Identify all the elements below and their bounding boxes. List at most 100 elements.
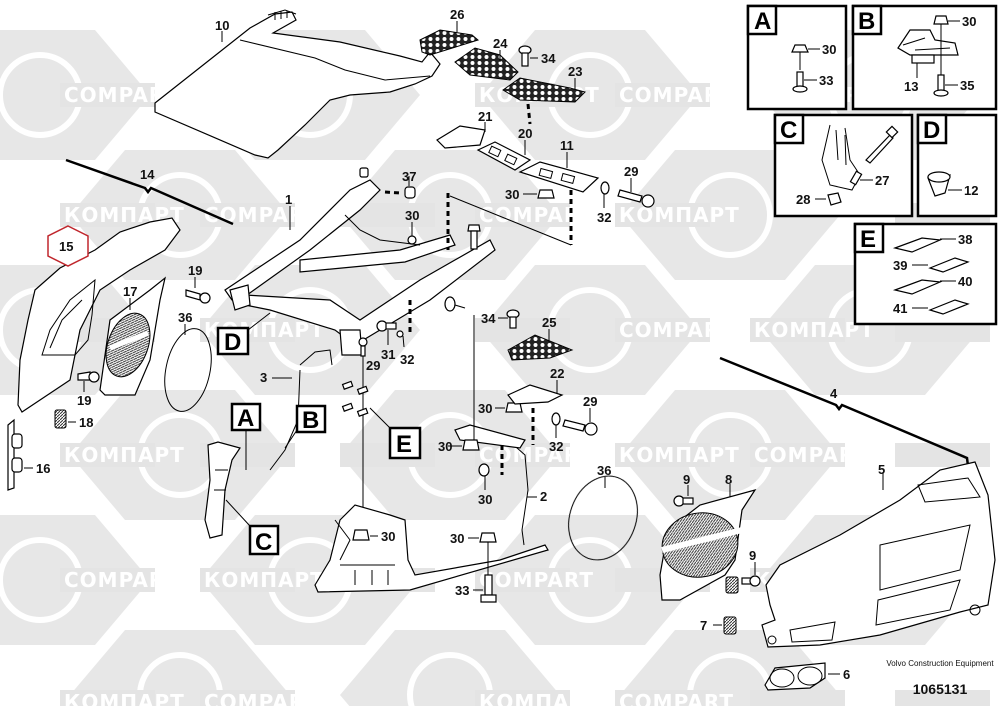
callout-1[interactable]: 1 (285, 192, 292, 207)
ref-label-a[interactable]: A (237, 405, 254, 432)
part-5-side-panel[interactable] (761, 461, 996, 648)
callout-32-c[interactable]: 32 (549, 439, 563, 454)
callout-18[interactable]: 18 (79, 415, 93, 430)
callout-7[interactable]: 7 (700, 618, 707, 633)
part-19-screw[interactable] (185, 289, 211, 304)
part-28-nut[interactable] (827, 192, 842, 206)
panel-e-callout-38[interactable]: 38 (958, 232, 972, 247)
callout-19-top[interactable]: 19 (188, 263, 202, 278)
callout-4[interactable]: 4 (830, 386, 838, 401)
callout-20[interactable]: 20 (518, 126, 532, 141)
ref-box-e[interactable] (388, 426, 422, 460)
panel-a-callout-30[interactable]: 30 (822, 42, 836, 57)
part-11-bracket[interactable] (518, 161, 600, 193)
part-32-washer[interactable] (600, 181, 610, 195)
part-hinge-bracket[interactable] (204, 441, 241, 539)
ref-box-b[interactable] (295, 404, 327, 434)
part-39-shim[interactable] (928, 257, 970, 273)
callout-34-bottom[interactable]: 34 (481, 311, 496, 326)
part-27-bolt[interactable] (865, 134, 894, 164)
panel-b-callout-35[interactable]: 35 (960, 78, 974, 93)
part-grille-insert[interactable] (725, 576, 739, 594)
callout-29-a[interactable]: 29 (624, 164, 638, 179)
callout-30-e[interactable]: 30 (478, 492, 492, 507)
part-17-grille-panel[interactable] (98, 276, 166, 396)
part-29-bolt[interactable] (358, 337, 368, 357)
callout-31[interactable]: 31 (381, 347, 395, 362)
panel-e-callout-41[interactable]: 41 (893, 301, 907, 316)
part-37-plug[interactable] (359, 167, 369, 178)
ref-label-b[interactable]: B (302, 407, 319, 434)
part-34-screw[interactable] (518, 45, 532, 67)
panel-c-callout-28[interactable]: 28 (796, 192, 810, 207)
callout-30-c[interactable]: 30 (381, 529, 395, 544)
callout-5[interactable]: 5 (878, 462, 885, 477)
callout-14[interactable]: 14 (140, 167, 155, 182)
callout-8[interactable]: 8 (725, 472, 732, 487)
callout-29-c[interactable]: 29 (583, 394, 597, 409)
part-36-seal-ring[interactable] (158, 324, 219, 415)
callout-9-bottom[interactable]: 9 (749, 548, 756, 563)
part-40-shim[interactable] (892, 279, 943, 295)
callout-29-b[interactable]: 29 (366, 358, 380, 373)
part-16-light-housing[interactable] (7, 418, 23, 491)
callout-36-left[interactable]: 36 (178, 310, 192, 325)
part-bolt[interactable] (467, 224, 481, 250)
part-30-nut[interactable] (537, 189, 555, 199)
part-30-nut[interactable] (479, 532, 497, 543)
callout-16[interactable]: 16 (36, 461, 50, 476)
ref-label-e[interactable]: E (396, 431, 412, 458)
part-9-screw-bottom[interactable] (741, 575, 761, 587)
callout-10[interactable]: 10 (215, 18, 229, 33)
part-19-screw-lower[interactable] (77, 371, 100, 383)
callout-30-d[interactable]: 30 (438, 439, 452, 454)
part-29-bolt[interactable] (617, 189, 655, 208)
callout-15[interactable]: 15 (59, 239, 73, 254)
e-shims-group[interactable] (341, 380, 369, 417)
panel-a-callout-33[interactable]: 33 (819, 73, 833, 88)
part-31-bolt[interactable] (376, 320, 397, 332)
callout-26[interactable]: 26 (450, 7, 464, 22)
callout-32-a[interactable]: 32 (597, 210, 611, 225)
part-30-nut[interactable] (407, 235, 417, 245)
part-37-bushing[interactable] (404, 186, 416, 199)
callout-32-b[interactable]: 32 (400, 352, 414, 367)
highlight-hexagon-15[interactable] (47, 225, 89, 267)
callout-19-bottom[interactable]: 19 (77, 393, 91, 408)
callout-30-a[interactable]: 30 (405, 208, 419, 223)
part-24-step-plate[interactable] (454, 47, 519, 81)
part-6-lamp-housing[interactable] (764, 662, 826, 691)
part-30-nut[interactable] (791, 44, 809, 53)
callout-33[interactable]: 33 (455, 583, 469, 598)
part-30-washer[interactable] (478, 463, 490, 477)
part-2-top-bracket[interactable] (454, 424, 526, 449)
panel-c-callout-27[interactable]: 27 (875, 173, 889, 188)
callout-3[interactable]: 3 (260, 370, 267, 385)
part-32-washer[interactable] (396, 330, 404, 338)
part-20-bracket[interactable] (476, 141, 532, 171)
part-30-nut[interactable] (462, 439, 480, 451)
part-29-bolt[interactable] (562, 419, 598, 436)
part-35-bolt[interactable] (937, 74, 945, 92)
callout-37[interactable]: 37 (402, 169, 416, 184)
panel-b-callout-13[interactable]: 13 (904, 79, 918, 94)
part-3-support-rod[interactable] (269, 369, 301, 471)
callout-30-f[interactable]: 30 (478, 401, 492, 416)
part-15-side-panel[interactable] (17, 217, 181, 413)
part-30-nut[interactable] (505, 402, 523, 413)
callout-23[interactable]: 23 (568, 64, 582, 79)
part-21-bracket[interactable] (436, 125, 486, 149)
part-33-bolt[interactable] (796, 71, 804, 88)
callout-9-top[interactable]: 9 (683, 472, 690, 487)
part-22-bracket[interactable] (507, 384, 564, 405)
callout-24[interactable]: 24 (493, 36, 508, 51)
part-1-frame[interactable] (224, 179, 496, 356)
callout-11[interactable]: 11 (560, 138, 574, 153)
callout-36-right[interactable]: 36 (597, 463, 611, 478)
part-30-nut[interactable] (352, 529, 370, 541)
callout-6[interactable]: 6 (843, 667, 850, 682)
ref-box-c[interactable] (248, 524, 280, 556)
ref-label-c[interactable]: C (255, 529, 272, 556)
callout-30-g[interactable]: 30 (450, 531, 464, 546)
part-2-support-rod[interactable] (507, 439, 529, 546)
